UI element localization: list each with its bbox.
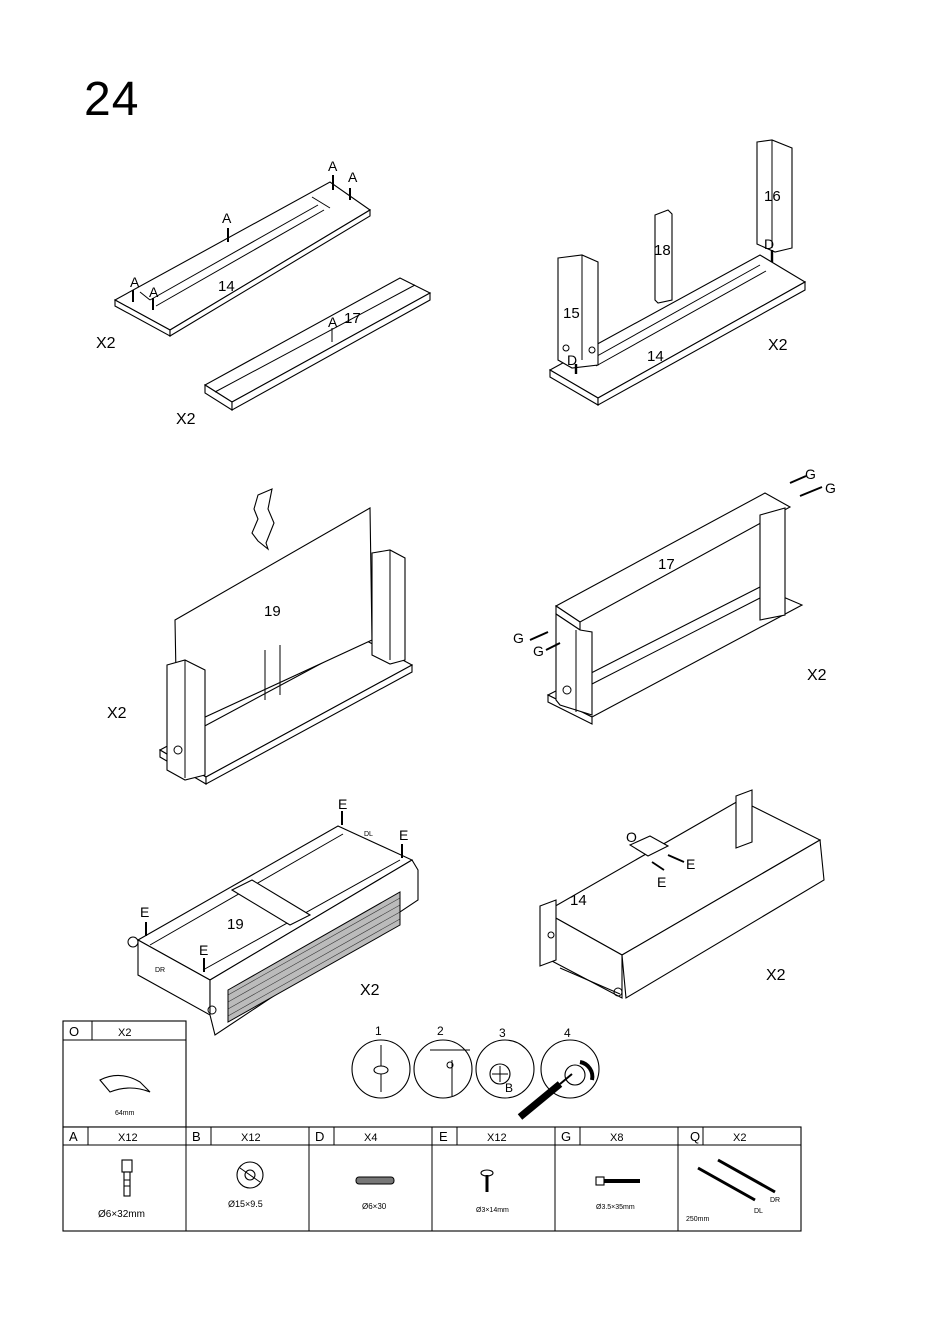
fastener-label-a: A bbox=[348, 169, 358, 185]
hw-size-d: Ø6×30 bbox=[362, 1202, 387, 1211]
fastener-label-g: G bbox=[805, 466, 816, 482]
cam-step-3: 3 bbox=[499, 1026, 506, 1040]
multiplier-p4: X2 bbox=[807, 667, 827, 684]
hw-qty-d: X4 bbox=[364, 1132, 377, 1144]
panel-1-boards bbox=[115, 175, 430, 410]
hw-qty-q: X2 bbox=[733, 1132, 746, 1144]
part-19b-label: 19 bbox=[227, 916, 244, 933]
hw-q-dl: DL bbox=[754, 1208, 763, 1215]
cam-step-4: 4 bbox=[564, 1026, 571, 1040]
panel-4-top bbox=[530, 476, 822, 724]
panel-5-drawer bbox=[128, 811, 418, 1035]
panel-2-sides bbox=[550, 140, 805, 405]
multiplier-p2: X2 bbox=[768, 337, 788, 354]
hw-size-b: Ø15×9.5 bbox=[228, 1199, 263, 1209]
hw-qty-e: X12 bbox=[487, 1132, 507, 1144]
fastener-label-e: E bbox=[399, 827, 408, 843]
fastener-label-g: G bbox=[825, 480, 836, 496]
hw-letter-q: Q bbox=[690, 1129, 700, 1144]
part-19-label: 19 bbox=[264, 603, 281, 620]
hw-o-letter: O bbox=[69, 1024, 79, 1039]
drawer-right-mark: DR bbox=[155, 967, 165, 974]
fastener-label-e: E bbox=[686, 856, 695, 872]
hw-size-q: 250mm bbox=[686, 1216, 710, 1223]
fastener-label-a: A bbox=[328, 314, 338, 330]
hw-size-a: Ø6×32mm bbox=[98, 1209, 145, 1220]
hw-letter-b: B bbox=[192, 1129, 201, 1144]
cam-bolt-icon bbox=[122, 1160, 132, 1196]
part-14-label: 14 bbox=[218, 278, 235, 295]
hw-size-g: Ø3.5×35mm bbox=[596, 1204, 635, 1211]
drawer-left-mark: DL bbox=[364, 831, 373, 838]
fastener-label-a: A bbox=[222, 210, 232, 226]
multiplier-p3: X2 bbox=[107, 705, 127, 722]
hw-q-dr: DR bbox=[770, 1197, 780, 1204]
cam-step-2-circle bbox=[414, 1040, 472, 1098]
part-17-label: 17 bbox=[344, 310, 361, 327]
multiplier-p1b: X2 bbox=[176, 411, 196, 428]
fastener-label-d: D bbox=[764, 236, 774, 252]
hw-qty-a: X12 bbox=[118, 1132, 138, 1144]
fastener-label-e: E bbox=[199, 942, 208, 958]
fastener-label-a: A bbox=[130, 274, 140, 290]
fastener-label-a: A bbox=[149, 284, 159, 300]
cam-lock-icon bbox=[237, 1162, 263, 1188]
hw-size-e: Ø3×14mm bbox=[476, 1207, 509, 1214]
part-14c-label: 14 bbox=[570, 892, 587, 909]
fastener-label-a: A bbox=[328, 158, 338, 174]
multiplier-p1a: X2 bbox=[96, 335, 116, 352]
hw-letter-d: D bbox=[315, 1129, 324, 1144]
fastener-label-e: E bbox=[657, 874, 666, 890]
cam-lock-steps bbox=[352, 1040, 599, 1117]
panel-3-back bbox=[160, 489, 412, 784]
cam-step-1: 1 bbox=[375, 1024, 382, 1038]
fastener-label-e: E bbox=[140, 904, 149, 920]
hw-o-size: 64mm bbox=[115, 1110, 135, 1117]
hw-letter-a: A bbox=[69, 1129, 78, 1144]
fastener-label-g: G bbox=[533, 643, 544, 659]
hw-letter-g: G bbox=[561, 1129, 571, 1144]
fastener-label-g: G bbox=[513, 630, 524, 646]
part-16-label: 16 bbox=[764, 188, 781, 205]
hw-o-qty: X2 bbox=[118, 1027, 131, 1039]
multiplier-p6: X2 bbox=[766, 967, 786, 984]
part-15-label: 15 bbox=[563, 305, 580, 322]
part-17b-label: 17 bbox=[658, 556, 675, 573]
part-14b-label: 14 bbox=[647, 348, 664, 365]
hw-letter-e: E bbox=[439, 1129, 448, 1144]
fastener-label-e: E bbox=[338, 796, 347, 812]
hw-qty-b: X12 bbox=[241, 1132, 261, 1144]
fastener-label-d: D bbox=[567, 352, 577, 368]
hw-qty-g: X8 bbox=[610, 1132, 623, 1144]
dowel-icon bbox=[356, 1177, 394, 1184]
multiplier-p5: X2 bbox=[360, 982, 380, 999]
cam-step-2: 2 bbox=[437, 1024, 444, 1038]
fastener-label-b: B bbox=[505, 1081, 513, 1095]
fastener-label-o: O bbox=[626, 829, 637, 845]
part-18-label: 18 bbox=[654, 242, 671, 259]
